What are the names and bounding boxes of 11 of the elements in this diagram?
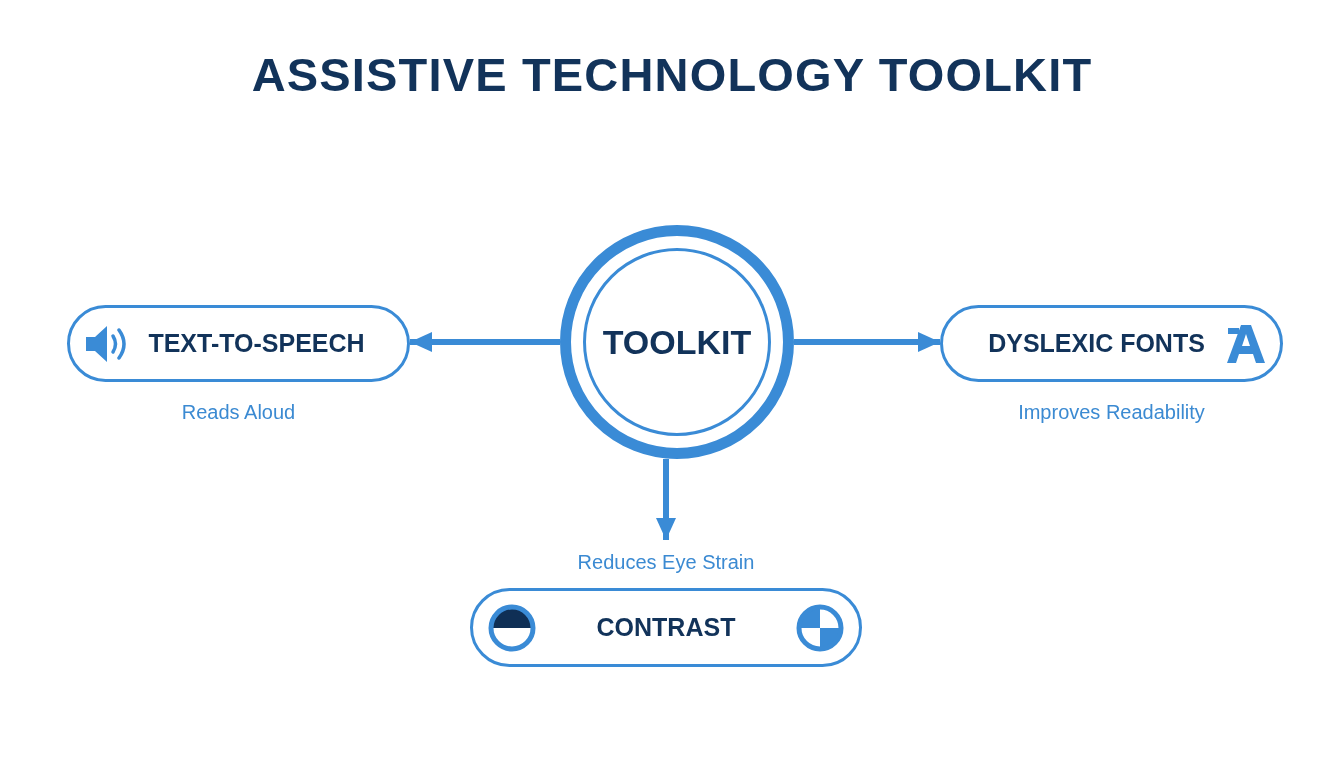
node-label: TEXT-TO-SPEECH (148, 327, 365, 359)
node-label: DYSLEXIC FONTS (988, 327, 1205, 359)
arrow (656, 459, 676, 540)
arrow (410, 332, 560, 352)
node-label: Reduces Eye Strain (577, 550, 755, 575)
node-label: Improves Readability (1018, 400, 1205, 425)
node-label: TOOLKIT (602, 321, 752, 363)
arrow (794, 332, 940, 352)
node-label: Reads Aloud (181, 400, 296, 425)
title: ASSISTIVE TECHNOLOGY TOOLKIT (251, 47, 1093, 103)
node-label: CONTRAST (596, 611, 736, 643)
